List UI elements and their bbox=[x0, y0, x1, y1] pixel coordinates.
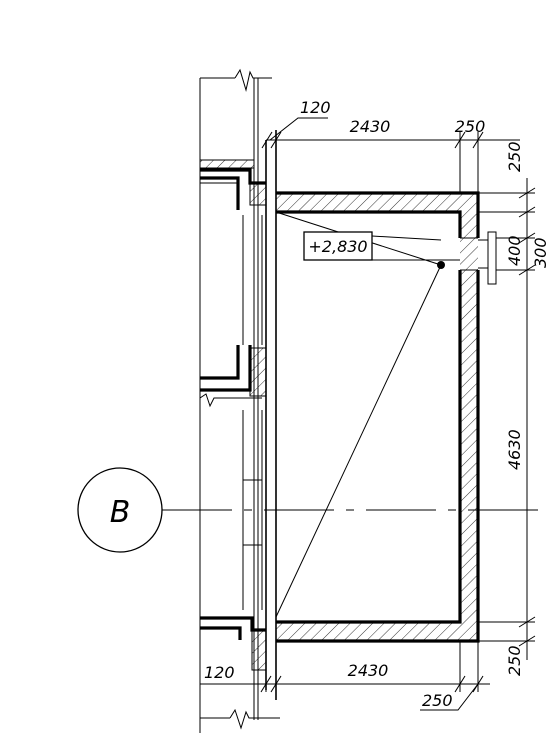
glazing bbox=[242, 215, 263, 610]
top-break-line bbox=[200, 68, 272, 92]
dim-top-left-thickness: 120 bbox=[300, 98, 331, 117]
left-wall-lines bbox=[199, 78, 277, 720]
right-dimensions: 250 400 300 4630 250 bbox=[478, 141, 549, 676]
dim-right-top: 250 bbox=[505, 141, 524, 172]
dim-right-opening-offset: 300 bbox=[531, 237, 549, 268]
elevation-mark: +2,830 bbox=[303, 231, 460, 261]
swing-lines bbox=[275, 211, 445, 618]
dim-bottom-left-thickness: 120 bbox=[204, 663, 235, 682]
duct-opening bbox=[478, 231, 497, 285]
bottom-dimensions: 120 2430 250 bbox=[200, 641, 490, 711]
lower-left-slab bbox=[200, 616, 267, 671]
elevation-text: +2,830 bbox=[308, 237, 367, 256]
dim-right-height: 4630 bbox=[505, 429, 524, 470]
dim-right-bottom: 250 bbox=[505, 645, 524, 676]
dim-top-right-thickness: 250 bbox=[455, 117, 486, 136]
dim-right-opening: 400 bbox=[505, 235, 524, 266]
top-dimensions: 120 2430 250 bbox=[261, 98, 520, 193]
axis-b: B bbox=[77, 467, 549, 553]
middle-left-slab bbox=[199, 345, 267, 408]
bottom-break-line bbox=[199, 708, 280, 733]
dim-bottom-width: 2430 bbox=[348, 661, 389, 680]
dim-top-width: 2430 bbox=[350, 117, 391, 136]
dim-bottom-right-thickness: 250 bbox=[422, 691, 453, 710]
upper-left-slab bbox=[199, 159, 267, 210]
axis-label: B bbox=[110, 495, 131, 530]
